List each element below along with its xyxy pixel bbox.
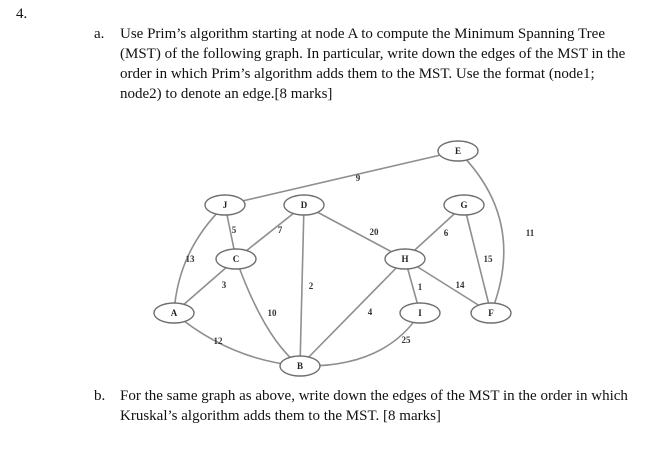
edge-j-e (224, 150, 459, 206)
edge-weight-c-a: 3 (222, 280, 227, 290)
node-a-circle (153, 302, 195, 324)
edge-j-a (173, 204, 226, 314)
edge-weight-j-a: 13 (186, 254, 196, 264)
edge-weight-c-b: 10 (268, 308, 278, 318)
edge-weight-d-h: 20 (370, 227, 380, 237)
edge-weight-d-b: 2 (309, 281, 314, 291)
node-h-label: H (401, 254, 408, 264)
edge-h-b (299, 258, 406, 367)
node-c: C (215, 248, 257, 270)
edge-weight-h-g: 6 (444, 228, 449, 238)
node-d: D (283, 194, 325, 216)
node-b-circle (279, 355, 321, 377)
node-i: I (399, 302, 441, 324)
graph-edge-weights: 9 5 13 7 2 20 3 10 12 4 1 14 6 15 11 25 (186, 173, 535, 346)
edge-d-c (235, 204, 305, 260)
part-a-label: a. (94, 26, 105, 42)
edge-d-b (299, 204, 305, 367)
node-d-label: D (301, 200, 308, 210)
edge-weight-a-b: 12 (214, 336, 224, 346)
node-c-label: C (233, 254, 240, 264)
node-d-circle (283, 194, 325, 216)
node-f: F (470, 302, 512, 324)
node-e-label: E (455, 146, 461, 156)
node-i-circle (399, 302, 441, 324)
node-c-circle (215, 248, 257, 270)
graph-nodes: A B C D E F G H I J (153, 140, 512, 377)
node-e: E (437, 140, 479, 162)
edge-weight-e-f: 11 (526, 228, 535, 238)
node-b-label: B (297, 361, 303, 371)
node-j: J (204, 194, 246, 216)
node-a: A (153, 302, 195, 324)
node-g: G (443, 194, 485, 216)
edge-weight-i-b: 25 (402, 335, 412, 345)
edge-weight-h-b: 4 (368, 307, 373, 317)
node-h: H (384, 248, 426, 270)
node-a-label: A (171, 308, 178, 318)
edge-weight-g-f: 15 (484, 254, 494, 264)
edge-h-f (404, 258, 492, 314)
edge-weight-j-e: 9 (356, 173, 361, 183)
node-g-circle (443, 194, 485, 216)
node-j-circle (204, 194, 246, 216)
edge-weight-d-c: 7 (278, 225, 283, 235)
node-b: B (279, 355, 321, 377)
part-b-label: b. (94, 388, 106, 404)
edge-g-f (463, 204, 492, 314)
question-number: 4. (16, 6, 28, 22)
edge-d-h (303, 204, 406, 260)
part-b-text: For the same graph as above, write down … (120, 388, 628, 424)
edge-weight-h-f: 14 (456, 280, 466, 290)
node-e-circle (437, 140, 479, 162)
edge-weight-j-c: 5 (232, 225, 237, 235)
node-i-label: I (418, 308, 422, 318)
part-a-text: Use Prim’s algorithm starting at node A … (120, 26, 626, 102)
node-h-circle (384, 248, 426, 270)
node-f-circle (470, 302, 512, 324)
edge-weight-h-i: 1 (418, 282, 423, 292)
node-f-label: F (488, 308, 494, 318)
node-g-label: G (460, 200, 467, 210)
edge-a-b (173, 312, 301, 367)
node-j-label: J (223, 200, 228, 210)
edge-e-f (457, 150, 505, 314)
